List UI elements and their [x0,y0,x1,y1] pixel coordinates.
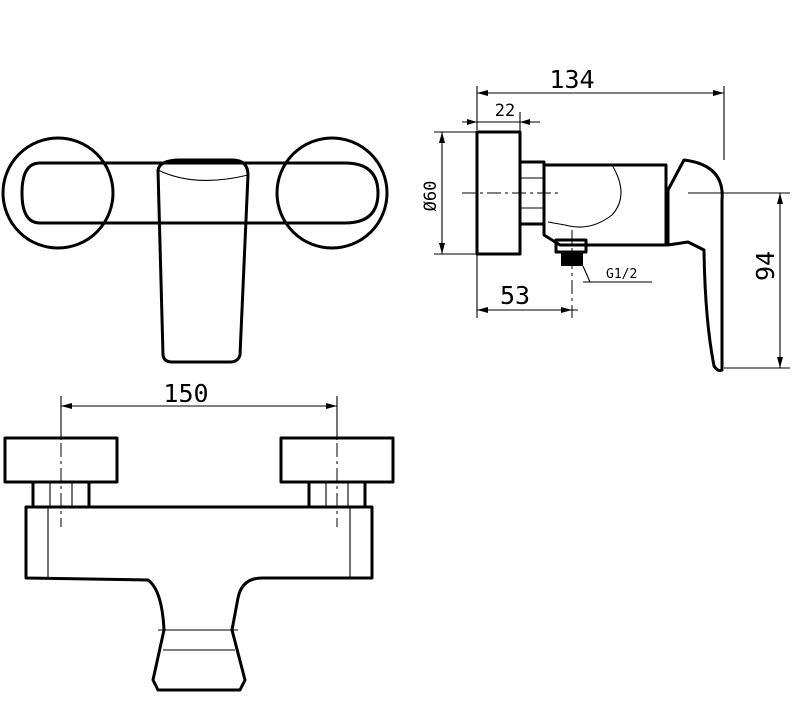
dim-inlet-spacing: 150 [163,379,208,408]
dim-connection-thread: G1/2 [606,267,637,282]
side-lever [666,158,724,372]
front-body-spout [24,505,374,692]
dim-flange-depth: 22 [495,101,515,121]
side-body [542,163,668,247]
side-view: 134 22 Ø60 53 G1/2 94 [421,65,790,372]
front-view: 150 [3,379,395,692]
dim-outlet-diameter: Ø60 [421,181,441,212]
right-escutcheon [275,136,389,250]
dim-outlet-offset: 53 [500,281,530,310]
top-body [20,161,380,225]
left-escutcheon [1,136,115,250]
dim-handle-height: 94 [751,251,780,281]
dim-overall-depth: 134 [549,65,594,94]
top-view [1,136,389,364]
top-lever-handle [156,158,250,364]
